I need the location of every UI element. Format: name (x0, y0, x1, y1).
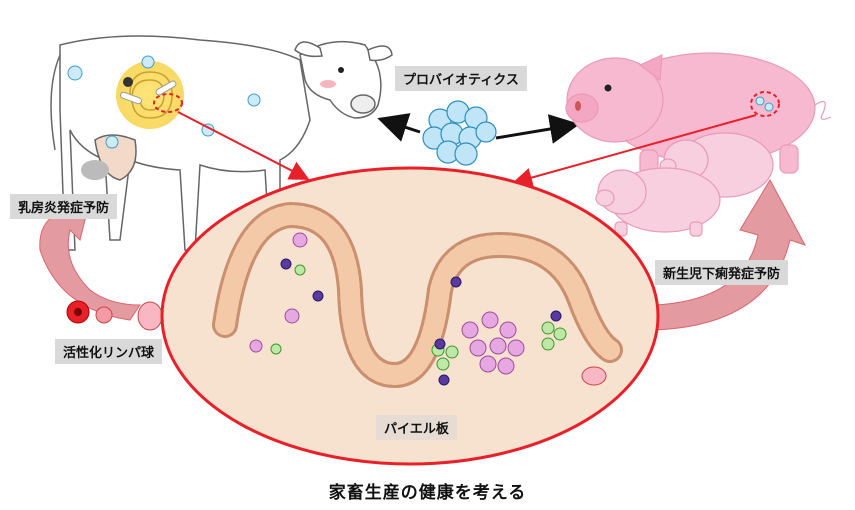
lymphocyte-icon (66, 300, 163, 331)
label-mastitis-prevention: 乳房炎発症予防 (10, 194, 118, 219)
plasma-cell-icon (581, 366, 607, 386)
cow-cheek-icon (320, 80, 336, 88)
arrow-pig-to-gut (512, 114, 757, 188)
label-activated-lymphocytes: 活性化リンパ球 (55, 339, 163, 364)
cow-eye-icon (338, 67, 344, 73)
cow-focus-ring-icon (153, 93, 183, 113)
label-probiotics: プロバイオティクス (395, 66, 527, 91)
probiotic-dot-icon (755, 96, 774, 112)
pig-focus-ring-icon (750, 91, 780, 117)
arrow-to-pig (495, 114, 580, 144)
cow-rumen-dot-icon (123, 77, 133, 87)
cow-patch-icon (81, 160, 109, 180)
villus-cells-icon (215, 204, 620, 386)
probiotic-cluster-icon (422, 100, 497, 166)
probiotic-capsule-icon (119, 91, 143, 105)
page-title: 家畜生産の健康を考える (328, 483, 527, 503)
label-peyers-patch: パイエル板 (376, 415, 457, 440)
piglet-icon (595, 167, 721, 237)
pig-icon (565, 52, 832, 176)
pig-eye-icon (604, 84, 612, 92)
arrow-cow-to-gut (177, 111, 310, 180)
label-neonatal-diarrhea-prevention: 新生児下痢発症予防 (655, 260, 789, 285)
arrow-to-cow (377, 113, 421, 142)
cycle-arrow-right-icon (654, 178, 807, 331)
pig-nostril-icon (575, 101, 581, 111)
probiotic-capsule-icon (155, 80, 177, 96)
lymphocyte-icon (249, 232, 525, 375)
lymphocyte-icon (270, 264, 567, 371)
dendritic-cell-icon (280, 258, 562, 386)
